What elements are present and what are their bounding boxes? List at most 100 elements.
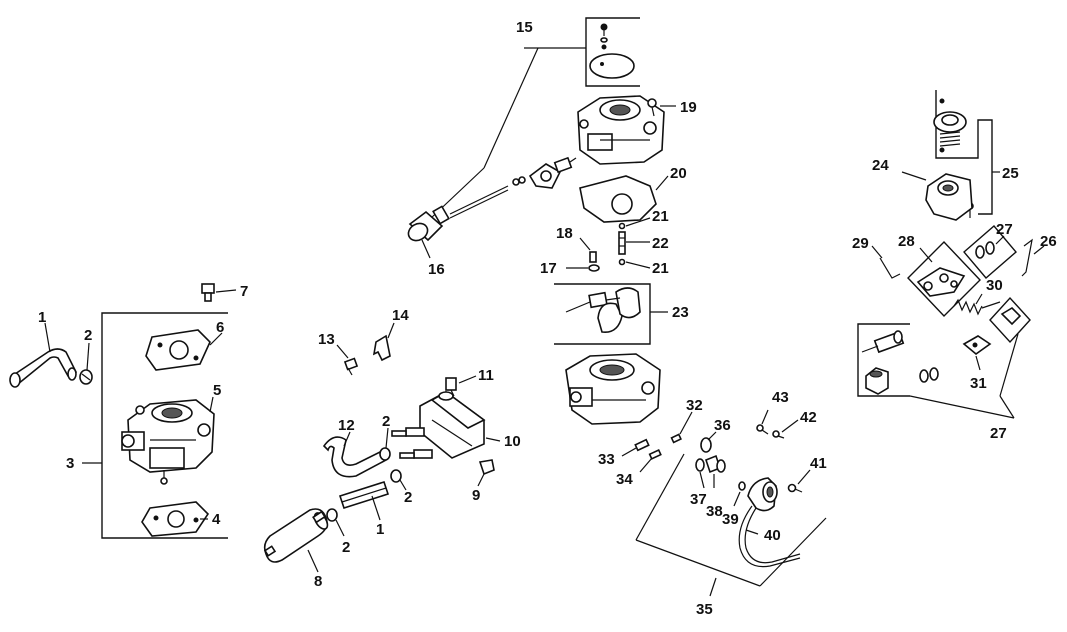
label-29: 29 — [852, 235, 869, 252]
label-11: 11 — [478, 367, 494, 384]
solenoid-group-35 — [635, 409, 827, 597]
part-10-fuel-pump — [391, 391, 486, 459]
label-36: 36 — [714, 417, 731, 434]
part-2-clamp-b — [379, 447, 391, 461]
label-8: 8 — [314, 573, 322, 590]
part-carburetor-lower-body — [565, 353, 661, 425]
label-40: 40 — [764, 527, 781, 544]
label-1b: 1 — [376, 521, 384, 538]
part-43-screw — [756, 424, 769, 435]
label-21a: 21 — [652, 208, 669, 225]
part-2-clamp-d — [326, 508, 338, 522]
part-12-fuel-hose — [322, 436, 388, 478]
group-bracket-3 — [101, 312, 228, 539]
label-39: 39 — [722, 511, 739, 528]
label-2d: 2 — [342, 539, 350, 556]
label-4: 4 — [212, 511, 221, 528]
label-27a: 27 — [996, 221, 1013, 238]
label-16: 16 — [428, 261, 445, 278]
part-7-screw — [201, 283, 215, 302]
label-6: 6 — [216, 319, 224, 336]
part-27-washer-a — [975, 245, 985, 259]
label-22: 22 — [652, 235, 669, 252]
label-17: 17 — [540, 260, 557, 277]
label-37: 37 — [690, 491, 707, 508]
part-30-spring — [953, 298, 1001, 316]
carburetor-group-left — [9, 283, 237, 539]
label-15: 15 — [516, 19, 533, 36]
part-17-seat-gasket — [588, 264, 600, 272]
label-25: 25 — [1002, 165, 1019, 182]
group-bracket-15 — [585, 17, 640, 87]
part-27-washer-d — [929, 367, 939, 381]
part-39-ring — [738, 481, 746, 491]
fuel-pump-group — [263, 322, 501, 573]
label-42: 42 — [800, 409, 817, 426]
group-bracket-27-lower — [857, 323, 910, 397]
group-bracket-23 — [554, 283, 651, 345]
part-24-choke-housing — [925, 173, 973, 221]
part-41-screw — [787, 483, 803, 493]
label-10: 10 — [504, 433, 521, 450]
part-34-jet — [648, 449, 662, 460]
part-37-ring — [695, 458, 705, 472]
label-28: 28 — [898, 233, 915, 250]
part-2-clamp-c — [390, 469, 402, 483]
part-29-choke-link — [879, 257, 901, 279]
label-33: 33 — [598, 451, 615, 468]
group-bracket-25 — [935, 90, 993, 215]
part-33-jet — [634, 438, 650, 452]
label-3: 3 — [66, 455, 74, 472]
part-19-screw — [647, 98, 657, 117]
group-bracket-27-right — [989, 296, 1031, 344]
part-27-nut — [1000, 306, 1022, 326]
part-14-clip — [372, 334, 391, 362]
label-18: 18 — [556, 225, 573, 242]
label-23: 23 — [672, 304, 689, 321]
part-8-fuel-filter — [263, 508, 329, 563]
part-27-washer-c — [919, 369, 929, 383]
label-32: 32 — [686, 397, 703, 414]
part-16-throttle-shaft — [449, 185, 509, 215]
part-23-float — [565, 287, 641, 333]
part-16-throttle-cup — [407, 205, 450, 242]
label-19: 19 — [680, 99, 697, 116]
part-42-screw — [772, 430, 785, 439]
label-43: 43 — [772, 389, 789, 406]
part-27-bushing — [865, 367, 889, 395]
part-26-choke-rod — [1021, 238, 1033, 277]
label-24: 24 — [872, 157, 889, 174]
label-13: 13 — [318, 331, 335, 348]
label-12: 12 — [338, 417, 355, 434]
part-5-carburetor — [121, 399, 215, 485]
label-2c: 2 — [404, 489, 412, 506]
label-1a: 1 — [38, 309, 46, 326]
part-carburetor-upper-body — [577, 95, 665, 165]
part-13-screw — [343, 357, 359, 376]
label-2b: 2 — [382, 413, 390, 430]
label-5: 5 — [213, 382, 221, 399]
label-21b: 21 — [652, 260, 669, 277]
label-9: 9 — [472, 487, 480, 504]
label-20: 20 — [670, 165, 687, 182]
label-14: 14 — [392, 307, 409, 324]
part-9-fitting — [478, 459, 495, 476]
label-26: 26 — [1040, 233, 1057, 250]
group-bracket-27-upper — [963, 225, 1017, 279]
label-35: 35 — [696, 601, 713, 618]
part-15-diaphragm-plate — [589, 53, 635, 79]
part-36-washer — [700, 437, 712, 453]
label-7: 7 — [240, 283, 248, 300]
part-22-float-pin — [618, 222, 626, 266]
part-18-needle-seat — [589, 251, 597, 263]
label-27b: 27 — [990, 425, 1007, 442]
label-38: 38 — [706, 503, 723, 520]
part-32-jet — [670, 433, 682, 444]
group-bracket-28 — [907, 240, 981, 318]
part-1-fuel-hose-elbow — [10, 348, 78, 386]
label-34: 34 — [616, 471, 633, 488]
part-27-washer-b — [985, 241, 995, 255]
part-labels: 1 2 3 4 5 6 7 13 14 11 12 2 10 2 9 1 2 8… — [38, 19, 1057, 618]
label-2a: 2 — [84, 327, 92, 344]
